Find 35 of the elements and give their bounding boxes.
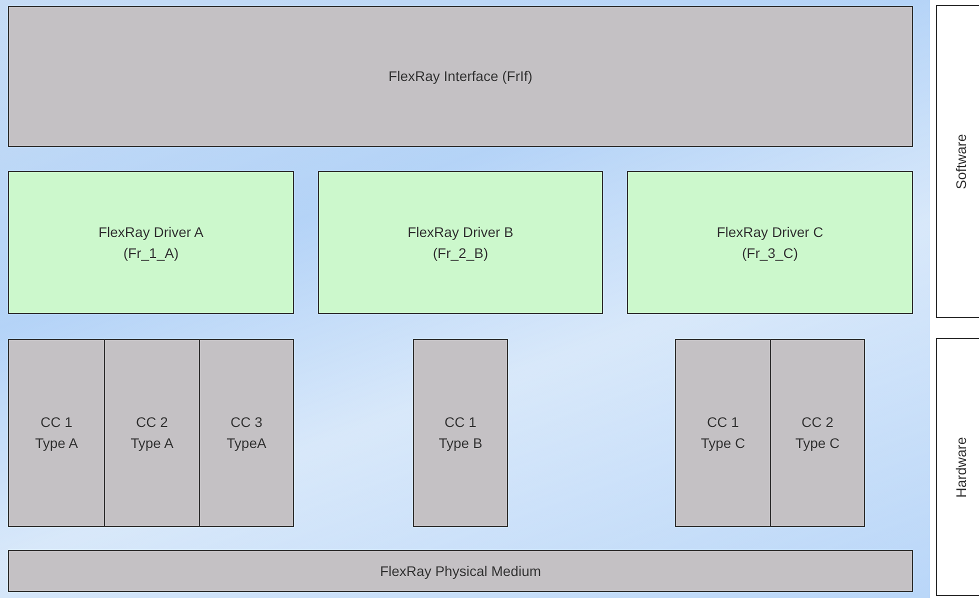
box-label: FlexRay Physical Medium [380, 562, 542, 581]
box-label: Type B [438, 434, 482, 453]
box-label: Type C [795, 434, 840, 453]
box-label: FlexRay Interface (FrIf) [388, 67, 532, 86]
layer-band [936, 5, 979, 318]
driver-box [318, 171, 603, 314]
box-label: (Fr_3_C) [742, 244, 798, 263]
box-label: FlexRay Driver B [408, 222, 514, 242]
box-label: CC 3 [230, 413, 262, 432]
box-label: CC 2 [136, 413, 168, 432]
box-label: TypeA [226, 434, 266, 453]
box-label: (Fr_2_B) [432, 244, 488, 263]
box-label: CC 2 [802, 413, 834, 432]
layer-label: Software [952, 134, 970, 190]
controller-box [675, 339, 771, 527]
controller-box [413, 339, 508, 527]
controller-box [199, 339, 294, 527]
controller-box [770, 339, 865, 527]
box-label: Type A [130, 434, 174, 453]
box-label: FlexRay Driver C [716, 222, 824, 242]
layer-band [936, 338, 979, 596]
physical-medium-bar [8, 550, 913, 592]
box-label: CC 1 [444, 413, 476, 432]
box-label: CC 1 [707, 413, 739, 432]
driver-box [8, 171, 294, 314]
driver-box [627, 171, 913, 314]
box-label: CC 1 [40, 413, 72, 432]
box-label: FlexRay Driver A [98, 222, 204, 242]
box-label: Type C [700, 434, 746, 453]
controller-box [8, 339, 105, 527]
layer-label: Hardware [952, 436, 970, 498]
controller-box [104, 339, 200, 527]
box-label: Type A [35, 434, 78, 453]
interface-layer-box [8, 6, 913, 147]
box-label: (Fr_1_A) [123, 244, 179, 263]
